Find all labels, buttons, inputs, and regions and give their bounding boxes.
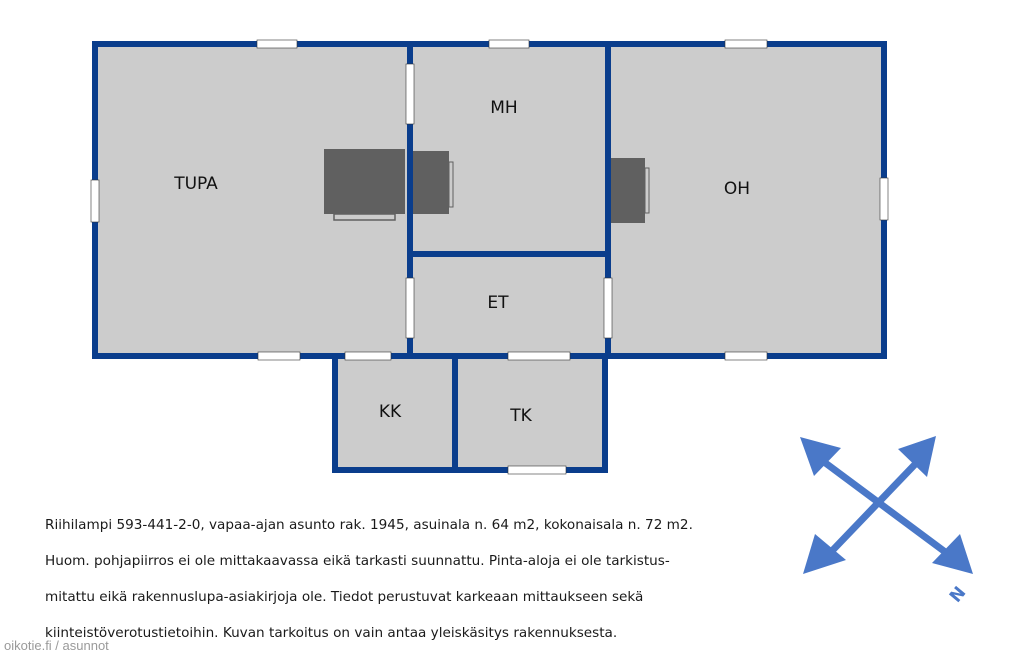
windows — [90, 39, 889, 475]
floors — [95, 44, 884, 470]
room-label-mh: MH — [490, 98, 517, 118]
window — [257, 351, 301, 361]
floor-tk — [455, 356, 605, 470]
window — [507, 351, 571, 361]
description-line: mitattu eikä rakennuslupa-asiakirjoja ol… — [45, 589, 644, 605]
compass-arrow-ne — [898, 436, 936, 477]
fireplaces — [324, 149, 650, 223]
fireplace-oh-side — [644, 167, 650, 214]
watermark: oikotie.fi / asunnot — [4, 638, 109, 653]
window — [405, 63, 415, 125]
room-label-oh: OH — [724, 179, 750, 199]
window — [405, 277, 415, 339]
window — [488, 39, 530, 49]
compass-axis — [813, 453, 959, 563]
window — [90, 179, 100, 223]
fireplace-mh — [413, 151, 449, 214]
description-line: Riihilampi 593-441-2-0, vapaa-ajan asunt… — [45, 517, 693, 533]
room-label-tupa: TUPA — [173, 174, 218, 194]
window — [724, 39, 768, 49]
room-label-kk: KK — [379, 402, 402, 422]
room-label-tk: TK — [509, 406, 532, 426]
compass-arrow-se — [932, 534, 973, 574]
compass-north-label: N — [946, 583, 970, 607]
compass-arrow-sw — [803, 534, 846, 574]
compass-axis — [827, 453, 926, 556]
description-line: Huom. pohjapiirros ei ole mittakaavassa … — [45, 553, 670, 569]
floor-oh — [608, 44, 884, 356]
room-label-et: ET — [487, 293, 509, 313]
window — [724, 351, 768, 361]
floor-et — [410, 254, 608, 356]
description-line: kiinteistöverotustietoihin. Kuvan tarkoi… — [45, 625, 618, 641]
annex-wall — [332, 353, 608, 473]
window — [603, 277, 613, 339]
fireplace-mh-side — [448, 161, 454, 208]
fireplace-tupa-base — [333, 213, 396, 221]
window — [507, 465, 567, 475]
fireplace-tupa — [324, 149, 405, 214]
fireplace-oh — [611, 158, 645, 223]
window — [256, 39, 298, 49]
window — [344, 351, 392, 361]
room-labels: TUPA MH OH ET KK TK — [173, 98, 750, 426]
compass-arrow-nw — [800, 437, 841, 476]
window — [879, 177, 889, 221]
compass: N — [800, 436, 973, 607]
floor-kk — [335, 356, 455, 470]
floor-mh — [410, 44, 608, 254]
description-text: Riihilampi 593-441-2-0, vapaa-ajan asunt… — [45, 514, 765, 658]
